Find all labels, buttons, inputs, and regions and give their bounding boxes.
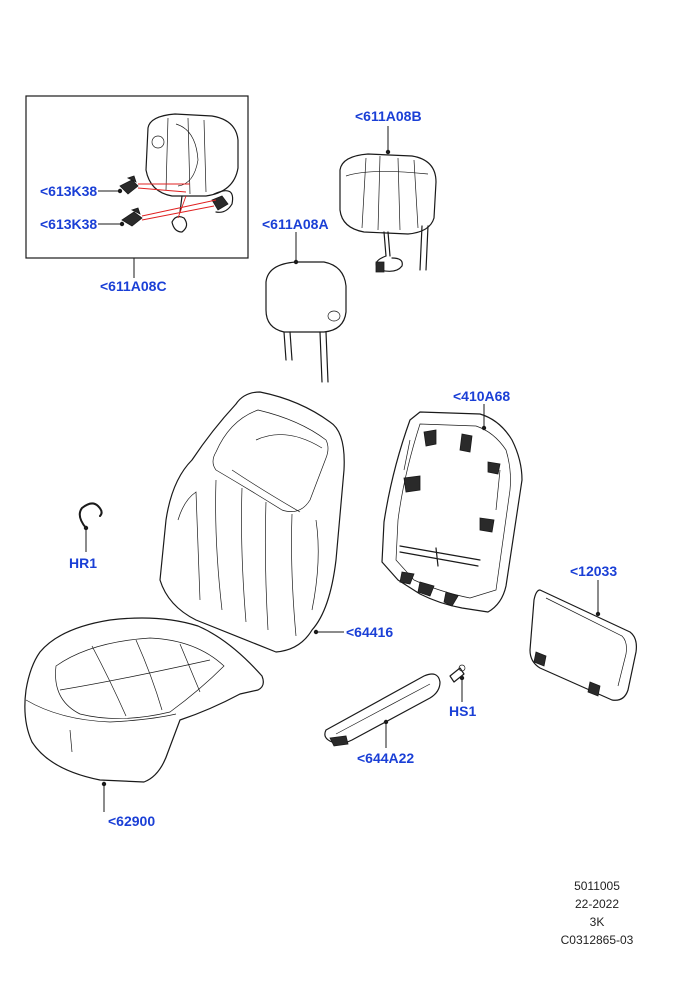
callout-64416[interactable]: <64416 xyxy=(346,624,394,640)
seat-back-drawing xyxy=(159,391,345,653)
backrest-panel-drawing xyxy=(381,411,523,613)
ref-line-2: 22-2022 xyxy=(574,897,620,911)
callout-62900[interactable]: <62900 xyxy=(108,813,156,829)
callout-410a68[interactable]: <410A68 xyxy=(453,388,511,404)
callout-644a22[interactable]: <644A22 xyxy=(357,750,415,766)
callout-611a08b[interactable]: <611A08B xyxy=(355,108,422,124)
side-trim-drawing xyxy=(324,664,466,747)
callout-613k38-lower[interactable]: <613K38 xyxy=(40,216,98,232)
ref-line-4: C0312865-03 xyxy=(560,933,634,947)
callout-611a08c[interactable]: <611A08C xyxy=(100,278,167,294)
leader-lines xyxy=(85,126,599,812)
headrest-a-drawing xyxy=(265,261,347,383)
ref-line-1: 5011005 xyxy=(574,879,620,893)
inset-headrest-drawing xyxy=(119,113,239,233)
callout-hs1[interactable]: HS1 xyxy=(449,703,477,719)
seat-cushion-drawing xyxy=(24,617,264,783)
hr1-clip-drawing xyxy=(78,502,103,529)
callout-12033[interactable]: <12033 xyxy=(570,563,618,579)
ref-line-3: 3K xyxy=(589,915,605,929)
leader-dots xyxy=(83,149,601,787)
headrest-b-drawing xyxy=(339,153,437,273)
callout-hr1[interactable]: HR1 xyxy=(69,555,98,571)
callout-611a08a[interactable]: <611A08A xyxy=(262,216,329,232)
inset-frame xyxy=(25,95,249,259)
callout-613k38-upper[interactable]: <613K38 xyxy=(40,183,98,199)
map-pocket-drawing xyxy=(529,589,637,701)
